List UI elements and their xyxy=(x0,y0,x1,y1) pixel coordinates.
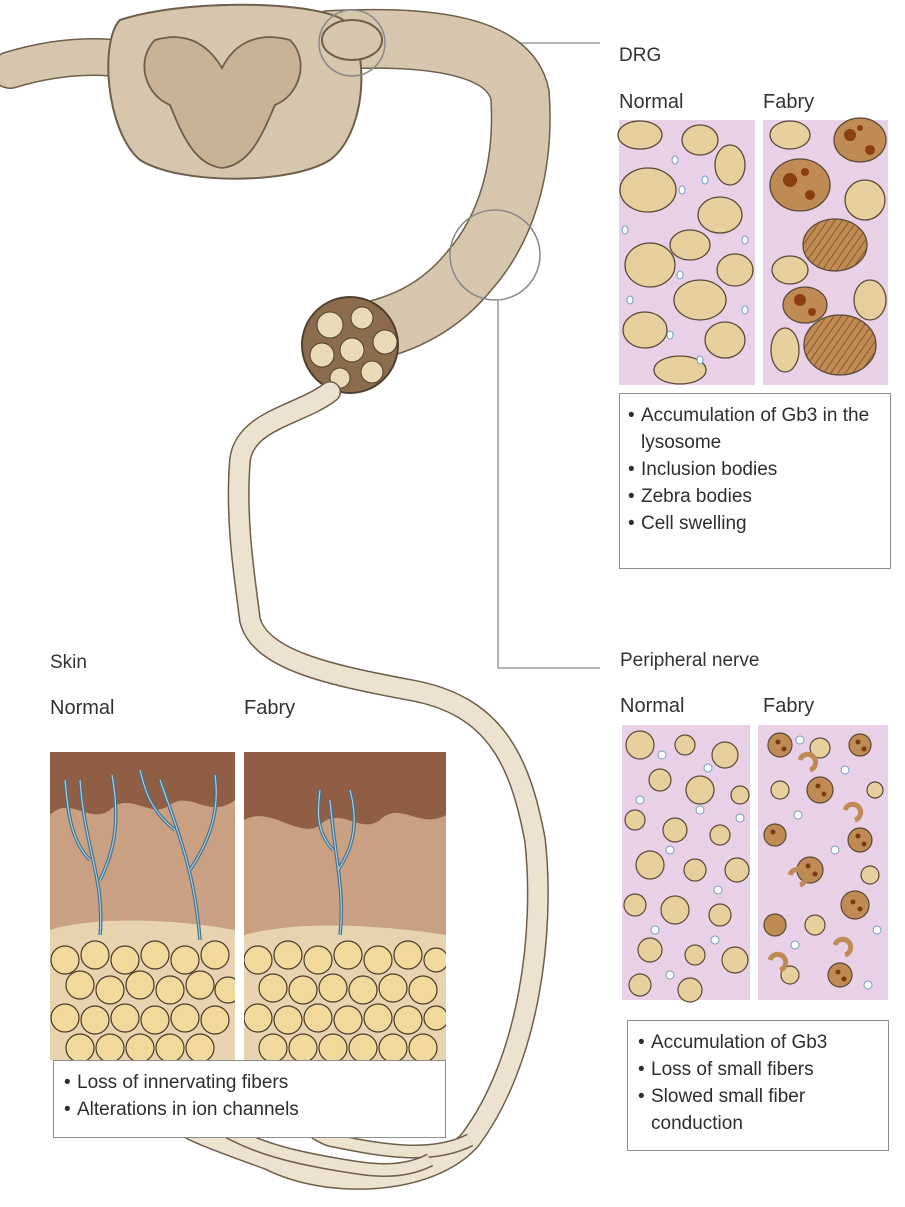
drg-bullet: Inclusion bodies xyxy=(628,456,884,483)
skin-fabry-tissue xyxy=(244,752,448,1062)
skin-normal-label: Normal xyxy=(50,697,114,720)
drg-normal-tissue xyxy=(618,120,755,385)
drg-bullet: Zebra bodies xyxy=(628,483,884,510)
drg-callout: Accumulation of Gb3 in the lysosome Incl… xyxy=(619,393,891,569)
nerve-bullet: Accumulation of Gb3 xyxy=(638,1029,882,1056)
skin-title: Skin xyxy=(50,652,87,674)
drg-bullet: Accumulation of Gb3 in the lysosome xyxy=(628,402,884,456)
drg-title: DRG xyxy=(619,45,661,67)
skin-callout: Loss of innervating fibers Alterations i… xyxy=(53,1060,446,1138)
drg-fabry-label: Fabry xyxy=(763,91,814,114)
drg-normal-label: Normal xyxy=(619,91,683,114)
nerve-fabry-label: Fabry xyxy=(763,695,814,718)
skin-bullet: Loss of innervating fibers xyxy=(64,1069,439,1096)
nerve-bullet: Slowed small fiber conduction xyxy=(638,1083,882,1137)
nerve-bullet: Loss of small fibers xyxy=(638,1056,882,1083)
dorsal-root-ganglion xyxy=(322,20,382,60)
nerve-fabry-tissue xyxy=(758,725,888,1000)
nerve-normal-tissue xyxy=(622,725,750,1002)
nerve-title: Peripheral nerve xyxy=(620,650,759,672)
drg-bullet: Cell swelling xyxy=(628,510,884,537)
skin-bullet: Alterations in ion channels xyxy=(64,1096,439,1123)
nerve-cross-section xyxy=(302,297,398,393)
nerve-callout: Accumulation of Gb3 Loss of small fibers… xyxy=(627,1020,889,1151)
drg-fabry-tissue xyxy=(763,118,888,385)
skin-fabry-label: Fabry xyxy=(244,697,295,720)
skin-normal-tissue xyxy=(50,752,241,1062)
nerve-normal-label: Normal xyxy=(620,695,684,718)
